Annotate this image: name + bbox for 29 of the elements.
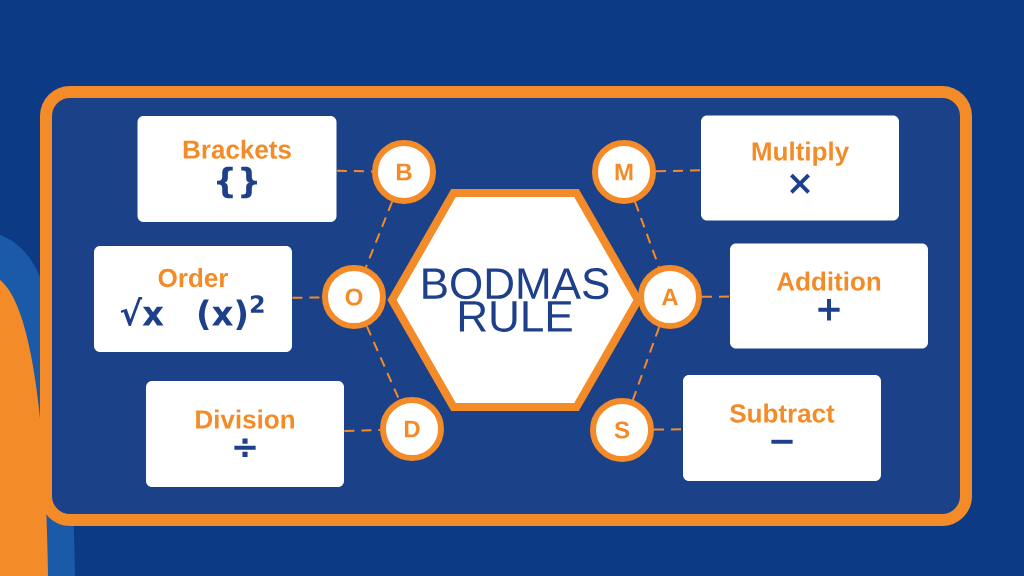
operation-card: [683, 375, 881, 481]
math-symbol: ×: [790, 173, 810, 194]
connector-line: [343, 428, 381, 432]
connector-line: [653, 428, 684, 431]
math-symbol: √x: [120, 296, 164, 327]
math-symbol: +: [818, 299, 840, 321]
math-symbol: −: [771, 439, 793, 444]
operation-card: [146, 381, 344, 487]
connector-line: [701, 295, 731, 298]
card-title: Division: [196, 409, 294, 429]
math-symbol: ÷: [234, 438, 256, 457]
operation-card: [94, 246, 292, 352]
math-symbol: {}: [217, 166, 257, 199]
card-title: Brackets: [183, 139, 291, 159]
connector-line: [335, 169, 373, 173]
operation-card: [730, 243, 928, 349]
card-title: Subtract: [730, 403, 835, 423]
card-title: Order: [158, 268, 228, 288]
connector-line: [365, 325, 401, 401]
card-title: Addition: [776, 271, 881, 291]
operation-card: [137, 116, 337, 222]
connector-line: [634, 201, 660, 268]
connector-line: [364, 200, 394, 269]
connector-line: [631, 326, 661, 401]
title-text: BODMAS RULE: [423, 268, 609, 332]
math-symbol: (x)$^{2}$: [198, 295, 264, 330]
card-title: Multiply: [752, 141, 849, 166]
connector-line: [655, 169, 702, 173]
operation-card: [701, 115, 899, 221]
